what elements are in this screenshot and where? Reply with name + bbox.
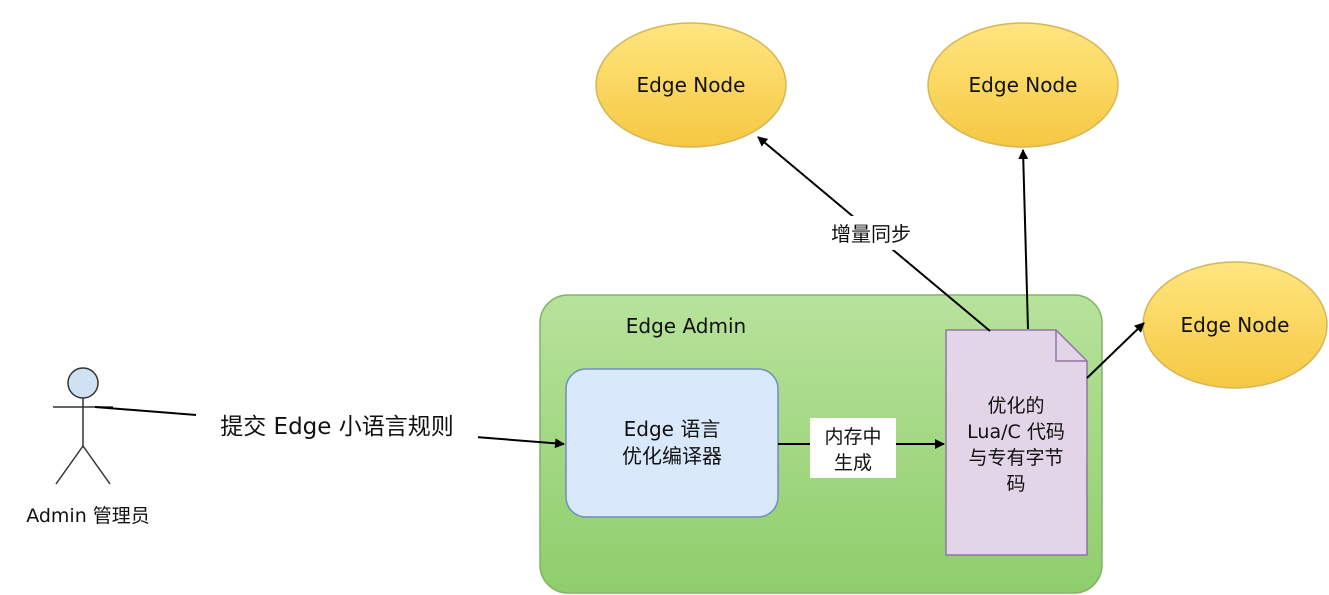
artifact-label-line3: 与专有字节 — [968, 447, 1063, 469]
edge-node-left — [595, 22, 787, 148]
memory-label-bg — [810, 418, 896, 478]
actor-head-icon — [67, 367, 99, 399]
sync-label: 增量同步 — [831, 222, 911, 246]
compiler-label-line1: Edge 语言 — [624, 417, 721, 441]
admin-actor — [53, 367, 113, 485]
submit-label: 提交 Edge 小语言规则 — [220, 414, 454, 440]
actor-leg-left — [55, 445, 84, 485]
compiler-label-line2: 优化编译器 — [622, 444, 722, 468]
artifact-label-line1: 优化的 — [987, 395, 1044, 417]
edge-node-top-right — [927, 22, 1119, 148]
artifact-document — [945, 329, 1088, 556]
edge-admin-title: Edge Admin — [626, 314, 746, 338]
submit-label-bg — [196, 409, 478, 443]
sync-arrow-right — [1086, 322, 1145, 379]
artifact-fold — [1055, 330, 1087, 362]
memory-label-line1: 内存中 — [824, 426, 881, 448]
compiler-box — [565, 368, 779, 518]
sync-label-bg — [818, 216, 928, 250]
memory-label-line2: 生成 — [834, 452, 872, 474]
edge-node-left-label: Edge Node — [637, 73, 746, 97]
edge-node-top-right-label: Edge Node — [969, 73, 1078, 97]
artifact-label-line4: 码 — [1006, 473, 1025, 495]
actor-label: Admin 管理员 — [26, 505, 150, 527]
sync-arrow-top-right — [1018, 149, 1029, 330]
artifact-label-line2: Lua/C 代码 — [967, 421, 1065, 443]
edge-node-right-label: Edge Node — [1181, 313, 1290, 337]
actor-leg-right — [82, 445, 111, 485]
